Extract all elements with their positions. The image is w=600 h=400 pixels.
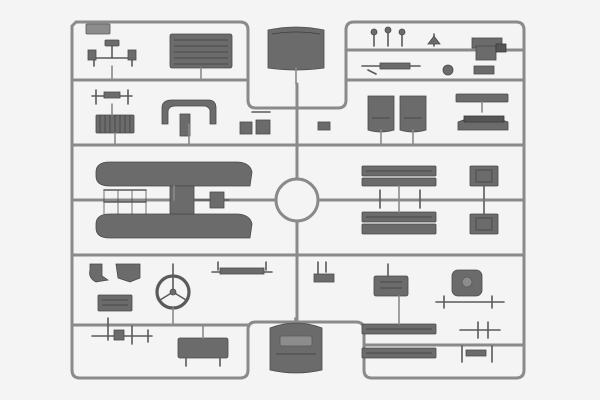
part-body-panels xyxy=(361,165,437,235)
part-fender-arch xyxy=(161,99,217,137)
part-small-link xyxy=(91,89,133,105)
part-fuel-tank xyxy=(435,269,505,309)
part-figures-row xyxy=(370,26,507,61)
sprue-gates xyxy=(111,65,521,339)
part-running-boards xyxy=(361,323,437,359)
part-radiator xyxy=(95,114,135,134)
part-seat-base xyxy=(177,337,229,367)
sprue-tab xyxy=(85,23,111,35)
part-mudguard-pair xyxy=(89,263,141,283)
part-engine-block xyxy=(97,294,133,312)
part-small-hooks xyxy=(313,261,335,283)
part-fork-lever xyxy=(459,321,501,363)
part-steering-wheel xyxy=(155,263,191,310)
part-lever-assembly xyxy=(91,317,153,345)
part-door-pair xyxy=(469,165,499,235)
part-seat-pair xyxy=(367,95,427,133)
part-rifle xyxy=(361,62,495,76)
part-t-bracket xyxy=(87,39,137,67)
part-small-blocks xyxy=(239,111,271,135)
part-bar-pair xyxy=(455,93,509,131)
part-hood xyxy=(269,322,323,374)
part-gearbox xyxy=(373,263,409,297)
part-seat-back xyxy=(267,26,325,71)
part-small-peg xyxy=(317,121,331,131)
part-floor-panel xyxy=(169,33,233,69)
part-axle-bar xyxy=(211,261,273,275)
